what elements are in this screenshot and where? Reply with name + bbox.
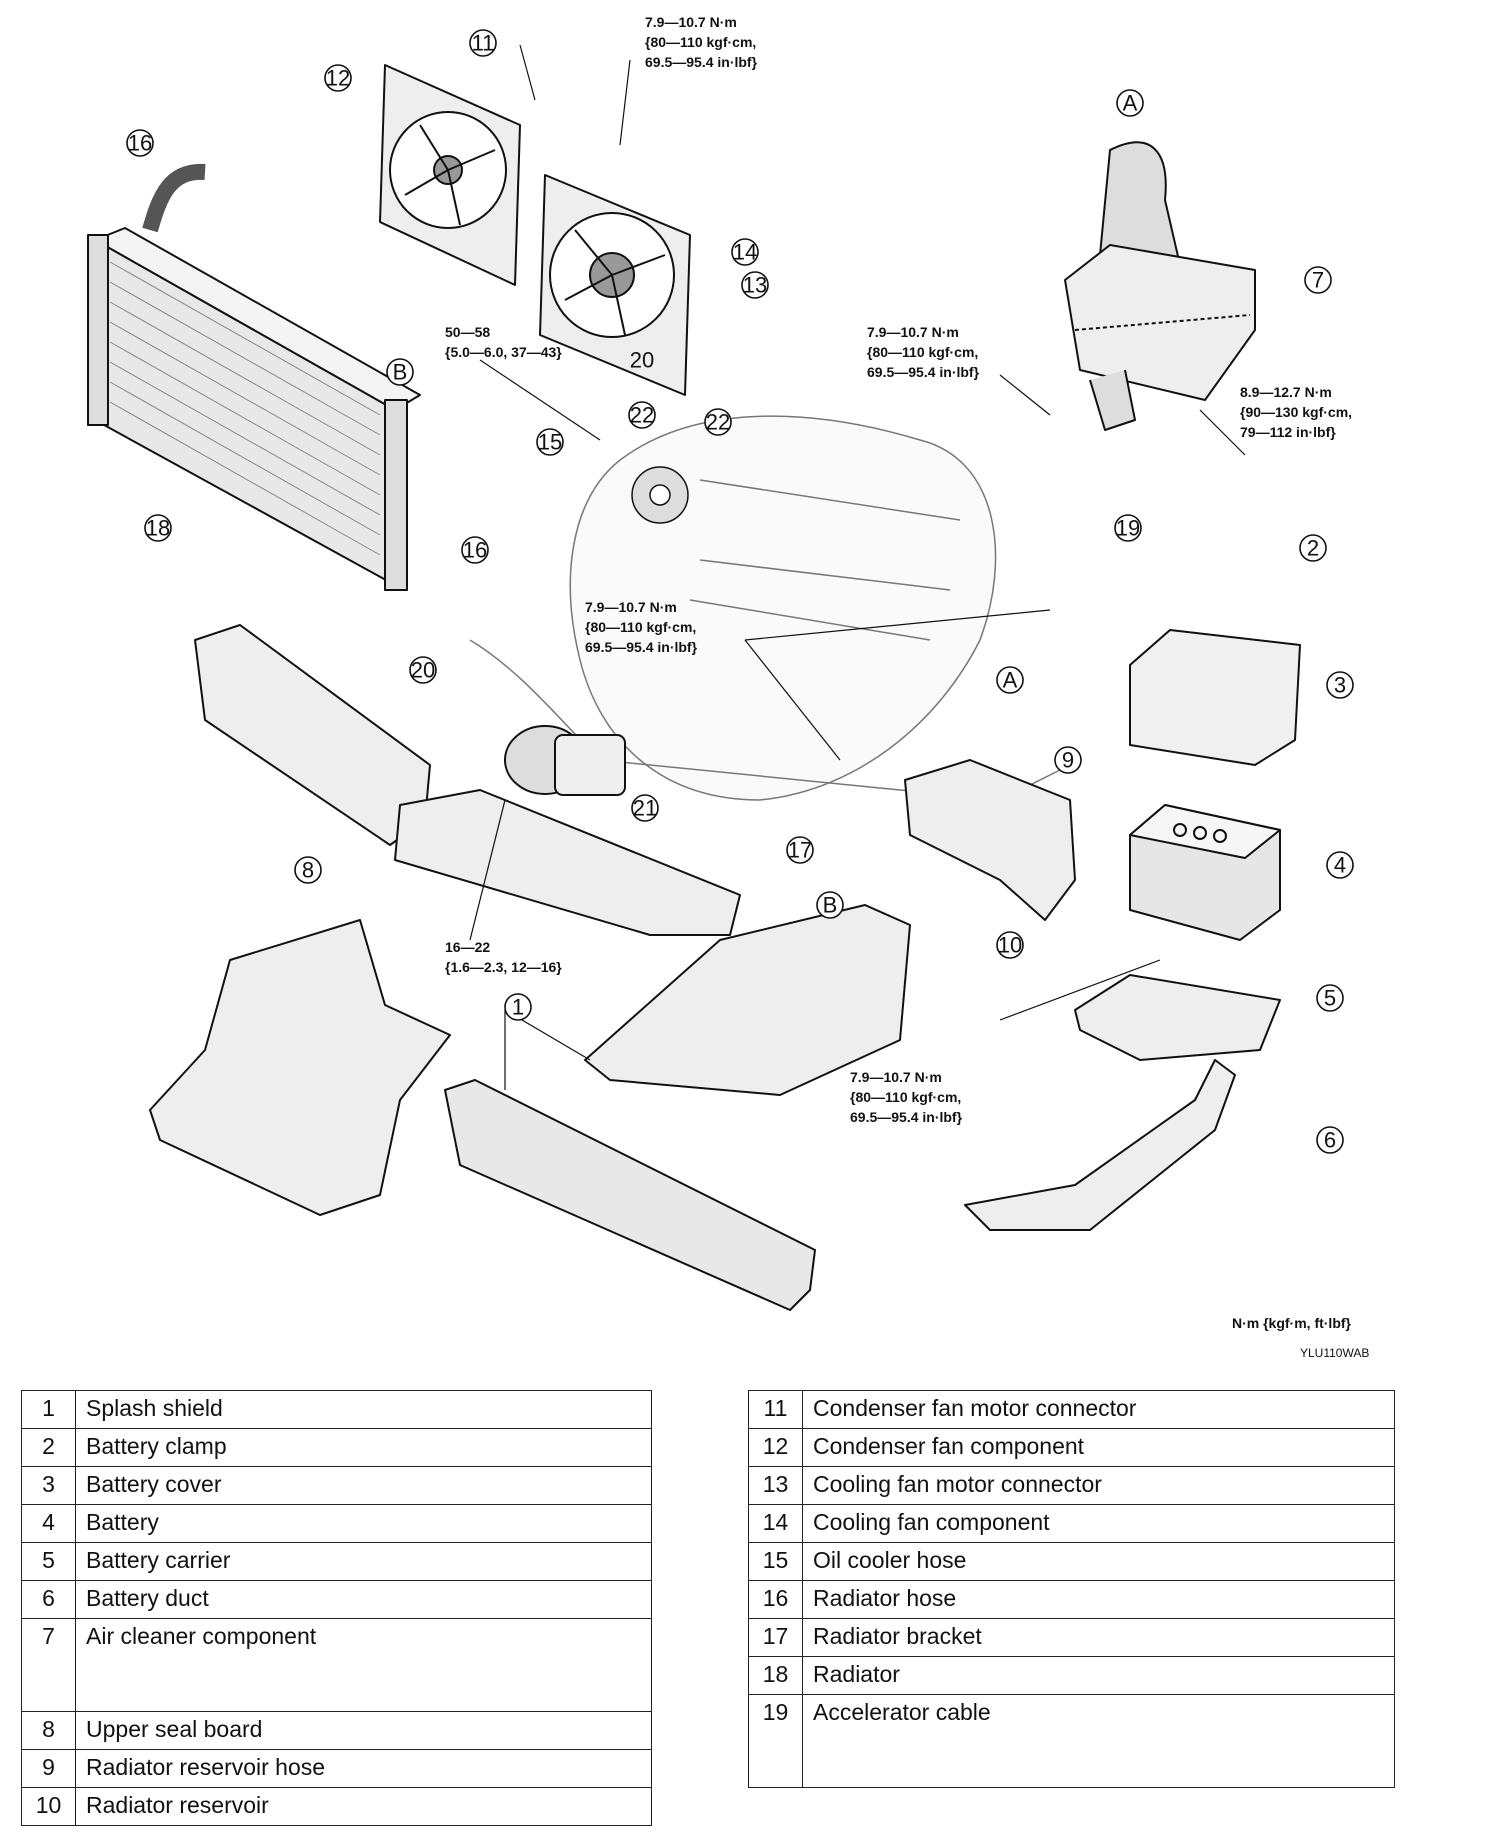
svg-text:7: 7 xyxy=(1312,268,1324,293)
svg-text:1: 1 xyxy=(512,995,524,1020)
svg-text:{80—110 kgf·cm,: {80—110 kgf·cm, xyxy=(867,344,978,360)
torque-callout-battery-clamp: 8.9—12.7 N·m {90—130 kgf·cm, 79—112 in·l… xyxy=(1240,384,1352,440)
svg-text:22: 22 xyxy=(706,410,730,435)
battery-drawing xyxy=(1129,804,1281,941)
svg-text:A: A xyxy=(1003,668,1018,693)
svg-text:{80—110 kgf·cm,: {80—110 kgf·cm, xyxy=(585,619,696,635)
svg-text:7.9—10.7 N·m: 7.9—10.7 N·m xyxy=(645,14,737,30)
svg-text:{80—110 kgf·cm,: {80—110 kgf·cm, xyxy=(850,1089,961,1105)
battery-carrier-drawing xyxy=(1074,974,1281,1061)
svg-text:16: 16 xyxy=(128,131,152,156)
svg-text:4: 4 xyxy=(1334,853,1346,878)
air-cleaner-drawing xyxy=(1064,141,1256,431)
torque-callout-air-cleaner: 7.9—10.7 N·m {80—110 kgf·cm, 69.5—95.4 i… xyxy=(867,324,980,380)
cooling-fan-drawing xyxy=(539,174,691,396)
engine-drawing xyxy=(469,415,1061,801)
compressor-drawing xyxy=(504,725,626,796)
svg-text:69.5—95.4 in·lbf}: 69.5—95.4 in·lbf} xyxy=(850,1109,963,1125)
svg-text:18: 18 xyxy=(146,516,170,541)
svg-text:{1.6—2.3, 12—16}: {1.6—2.3, 12—16} xyxy=(445,959,562,975)
svg-text:12: 12 xyxy=(326,66,350,91)
svg-text:19: 19 xyxy=(1116,516,1140,541)
svg-text:13: 13 xyxy=(743,273,767,298)
svg-text:7.9—10.7 N·m: 7.9—10.7 N·m xyxy=(850,1069,942,1085)
svg-text:B: B xyxy=(823,893,838,918)
svg-text:A: A xyxy=(1123,91,1138,116)
svg-text:B: B xyxy=(393,360,408,385)
battery-cover-drawing xyxy=(1129,629,1301,766)
svg-text:69.5—95.4 in·lbf}: 69.5—95.4 in·lbf} xyxy=(867,364,980,380)
svg-text:21: 21 xyxy=(633,796,657,821)
svg-text:20: 20 xyxy=(630,348,654,373)
svg-text:{90—130 kgf·cm,: {90—130 kgf·cm, xyxy=(1240,404,1352,420)
svg-text:15: 15 xyxy=(538,430,562,455)
svg-text:{5.0—6.0, 37—43}: {5.0—6.0, 37—43} xyxy=(445,344,562,360)
svg-text:{80—110 kgf·cm,: {80—110 kgf·cm, xyxy=(645,34,756,50)
svg-text:20: 20 xyxy=(411,658,435,683)
svg-text:7.9—10.7 N·m: 7.9—10.7 N·m xyxy=(585,599,677,615)
svg-text:6: 6 xyxy=(1324,1128,1336,1153)
upper-seal-board-drawing xyxy=(194,624,741,936)
svg-text:79—112 in·lbf}: 79—112 in·lbf} xyxy=(1240,424,1336,440)
svg-text:5: 5 xyxy=(1324,986,1336,1011)
svg-text:11: 11 xyxy=(472,31,495,56)
svg-text:9: 9 xyxy=(1062,748,1074,773)
svg-text:3: 3 xyxy=(1334,673,1346,698)
figure-code: YLU110WAB xyxy=(1300,1346,1369,1360)
svg-text:22: 22 xyxy=(630,403,654,428)
svg-text:2: 2 xyxy=(1307,536,1319,561)
svg-text:16: 16 xyxy=(463,538,487,563)
svg-text:50—58: 50—58 xyxy=(445,324,490,340)
battery-duct-drawing xyxy=(964,1059,1236,1231)
torque-callout-fan: 7.9—10.7 N·m {80—110 kgf·cm, 69.5—95.4 i… xyxy=(645,14,758,70)
svg-text:69.5—95.4 in·lbf}: 69.5—95.4 in·lbf} xyxy=(585,639,698,655)
exploded-parts-diagram: 7.9—10.7 N·m {80—110 kgf·cm, 69.5—95.4 i… xyxy=(87,14,1369,1360)
torque-callout-seal-board: 16—22 {1.6—2.3, 12—16} xyxy=(445,939,562,975)
reservoir-drawing xyxy=(904,759,1076,921)
torque-callout-engine: 7.9—10.7 N·m {80—110 kgf·cm, 69.5—95.4 i… xyxy=(585,599,698,655)
svg-text:8: 8 xyxy=(302,858,314,883)
svg-text:7.9—10.7 N·m: 7.9—10.7 N·m xyxy=(867,324,959,340)
svg-text:10: 10 xyxy=(998,933,1022,958)
svg-text:14: 14 xyxy=(733,240,757,265)
part-number-markers xyxy=(126,29,1354,1154)
svg-text:17: 17 xyxy=(788,838,812,863)
svg-text:69.5—95.4 in·lbf}: 69.5—95.4 in·lbf} xyxy=(645,54,758,70)
torque-callout-pulley: 50—58 {5.0—6.0, 37—43} xyxy=(445,324,562,360)
reference-markers: A B A B xyxy=(393,91,1138,918)
splash-shield-drawing xyxy=(149,904,911,1311)
units-note: N·m {kgf·m, ft·lbf} xyxy=(1232,1315,1352,1331)
torque-callout-battery-carrier: 7.9—10.7 N·m {80—110 kgf·cm, 69.5—95.4 i… xyxy=(850,1069,963,1125)
svg-text:8.9—12.7 N·m: 8.9—12.7 N·m xyxy=(1240,384,1332,400)
condenser-fan-drawing xyxy=(379,64,521,286)
svg-text:16—22: 16—22 xyxy=(445,939,490,955)
radiator-drawing xyxy=(87,163,421,591)
